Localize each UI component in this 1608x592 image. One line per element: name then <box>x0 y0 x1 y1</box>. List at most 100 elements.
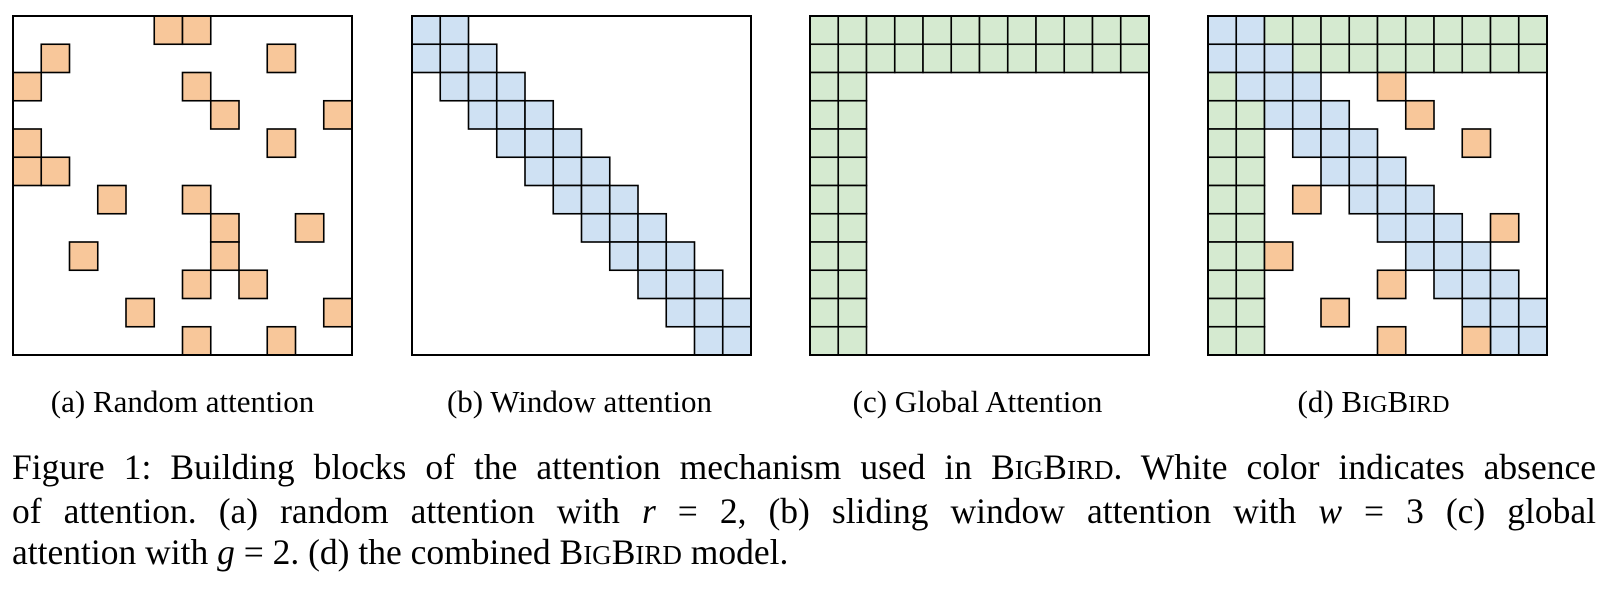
window-attention-cell <box>439 43 470 74</box>
caption-d-sc-4: IRD <box>1408 392 1450 418</box>
random-attention-cell <box>125 297 156 328</box>
global-attention-cell <box>1235 241 1266 272</box>
window-attention-cell <box>665 241 696 272</box>
caption-global-attention: (c) Global Attention <box>803 385 1152 419</box>
global-attention-cell <box>893 43 924 74</box>
global-attention-cell <box>809 71 840 102</box>
fig-sc-ird2: IRD <box>635 540 682 570</box>
random-attention-cell <box>181 269 212 300</box>
global-attention-cell <box>1235 156 1266 187</box>
window-attention-cell <box>1291 128 1322 159</box>
matrix-border <box>411 15 752 356</box>
window-attention-cell <box>552 184 583 215</box>
fig-var-w: w <box>1318 491 1343 531</box>
random-attention-cell <box>181 71 212 102</box>
fig-sc-b1: B <box>991 447 1015 487</box>
global-attention-cell <box>978 43 1009 74</box>
global-attention-cell <box>950 43 981 74</box>
global-attention-cell <box>865 43 896 74</box>
random-attention-cell <box>1291 184 1322 215</box>
global-attention-cell <box>809 43 840 74</box>
window-attention-cell <box>1207 15 1238 46</box>
window-attention-cell <box>1235 15 1266 46</box>
global-attention-cell <box>1291 43 1322 74</box>
fig-line3-a: attention with <box>12 532 218 572</box>
random-attention-cell <box>1376 269 1407 300</box>
window-attention-cell <box>411 43 442 74</box>
random-attention-matrix <box>12 15 353 356</box>
caption-d-prefix: (d) <box>1297 384 1342 419</box>
global-attention-cell <box>1489 15 1520 46</box>
window-attention-cell <box>665 297 696 328</box>
random-attention-cell <box>209 212 240 243</box>
random-attention-cell <box>153 15 184 46</box>
caption-d-sc-2: IG <box>1362 392 1388 418</box>
window-attention-cell <box>1320 156 1351 187</box>
panel-bigbird <box>1207 15 1556 364</box>
random-attention-cell <box>1320 297 1351 328</box>
window-attention-cell <box>1348 128 1379 159</box>
matrix-border <box>1207 15 1548 356</box>
window-attention-cell <box>580 184 611 215</box>
fig-line2-a: of attention. (a) random attention with <box>12 491 642 531</box>
global-attention-cell <box>1207 297 1238 328</box>
window-attention-cell <box>1489 269 1520 300</box>
global-attention-cell <box>837 15 868 46</box>
global-attention-cell <box>1433 43 1464 74</box>
global-attention-cell <box>893 15 924 46</box>
global-attention-cell <box>1235 269 1266 300</box>
window-attention-cell <box>467 43 498 74</box>
window-attention-cell <box>1461 241 1492 272</box>
global-attention-cell <box>1119 43 1150 74</box>
window-attention-cell <box>1348 184 1379 215</box>
window-attention-cell <box>1404 212 1435 243</box>
fig-sc-b4: B <box>611 532 636 572</box>
global-attention-cell <box>837 297 868 328</box>
global-attention-cell <box>837 43 868 74</box>
random-attention-cell <box>96 184 127 215</box>
global-attention-cell <box>1207 99 1238 130</box>
random-attention-cell <box>12 156 43 187</box>
global-attention-cell <box>1235 128 1266 159</box>
window-attention-cell <box>524 99 555 130</box>
random-attention-cell <box>266 325 297 356</box>
random-attention-cell <box>68 241 99 272</box>
global-attention-cell <box>1489 43 1520 74</box>
fig-var-g: g <box>217 532 235 572</box>
fig-line1-b: . White color indicates absence <box>1113 447 1597 487</box>
window-attention-cell <box>552 128 583 159</box>
fig-var-r: r <box>641 491 656 531</box>
window-attention-cell <box>552 156 583 187</box>
window-attention-cell <box>1235 71 1266 102</box>
global-attention-cell <box>922 43 953 74</box>
global-attention-cell <box>922 15 953 46</box>
global-attention-cell <box>1376 15 1407 46</box>
window-attention-cell <box>411 15 442 46</box>
window-attention-cell <box>467 71 498 102</box>
window-attention-cell <box>1263 71 1294 102</box>
global-attention-cell <box>809 128 840 159</box>
random-attention-cell <box>1376 71 1407 102</box>
fig-sc-b2: B <box>1043 447 1067 487</box>
global-attention-cell <box>1235 297 1266 328</box>
window-attention-cell <box>1433 212 1464 243</box>
global-attention-cell <box>1035 15 1066 46</box>
global-attention-cell <box>837 212 868 243</box>
window-attention-cell <box>1376 212 1407 243</box>
window-attention-cell <box>1404 184 1435 215</box>
global-attention-cell <box>1207 241 1238 272</box>
global-attention-cell <box>1348 43 1379 74</box>
window-attention-cell <box>1461 269 1492 300</box>
random-attention-cell <box>322 297 353 328</box>
global-attention-cell <box>837 325 868 356</box>
window-attention-cell <box>439 71 470 102</box>
window-attention-cell <box>1404 241 1435 272</box>
global-attention-cell <box>1119 15 1150 46</box>
window-attention-cell <box>1433 269 1464 300</box>
window-attention-cell <box>524 128 555 159</box>
fig-line3-c: model. <box>681 532 789 572</box>
global-attention-cell <box>809 297 840 328</box>
global-attention-cell <box>1035 43 1066 74</box>
figure-caption-line-3: attention with g = 2. (d) the combined B… <box>12 532 1596 576</box>
caption-d-sc-3: B <box>1387 384 1409 419</box>
